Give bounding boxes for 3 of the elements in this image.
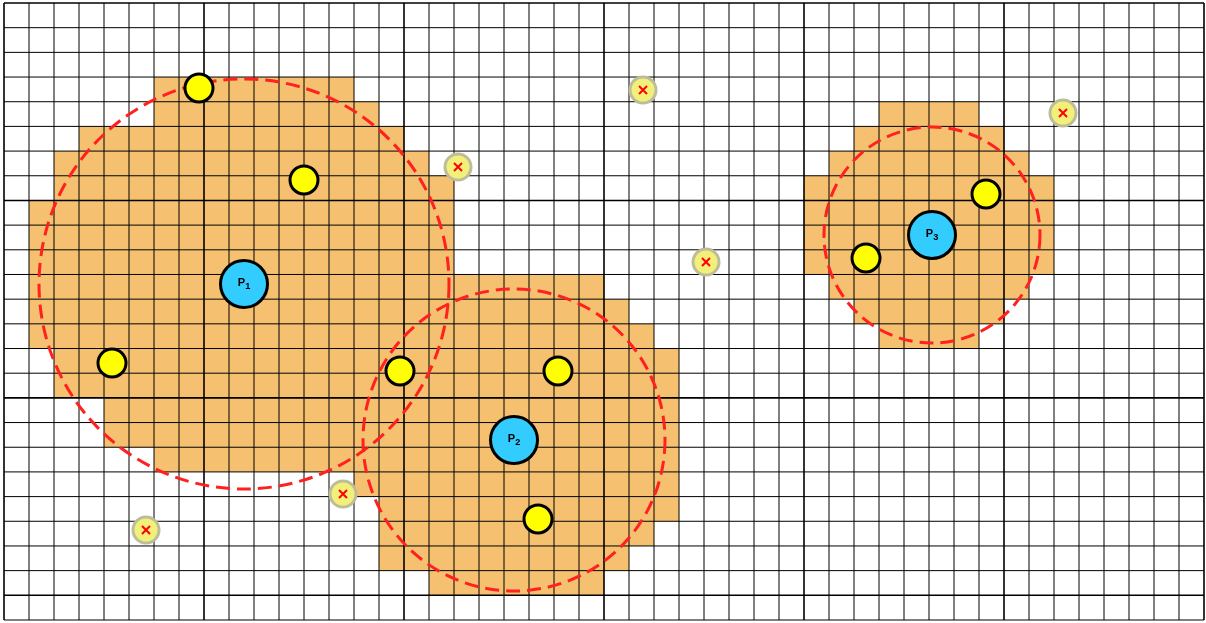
node-label: P$_{2}$ [507, 432, 521, 448]
node-label: P$_{3}$ [925, 227, 939, 243]
node-label: P$_{1}$ [237, 276, 251, 292]
